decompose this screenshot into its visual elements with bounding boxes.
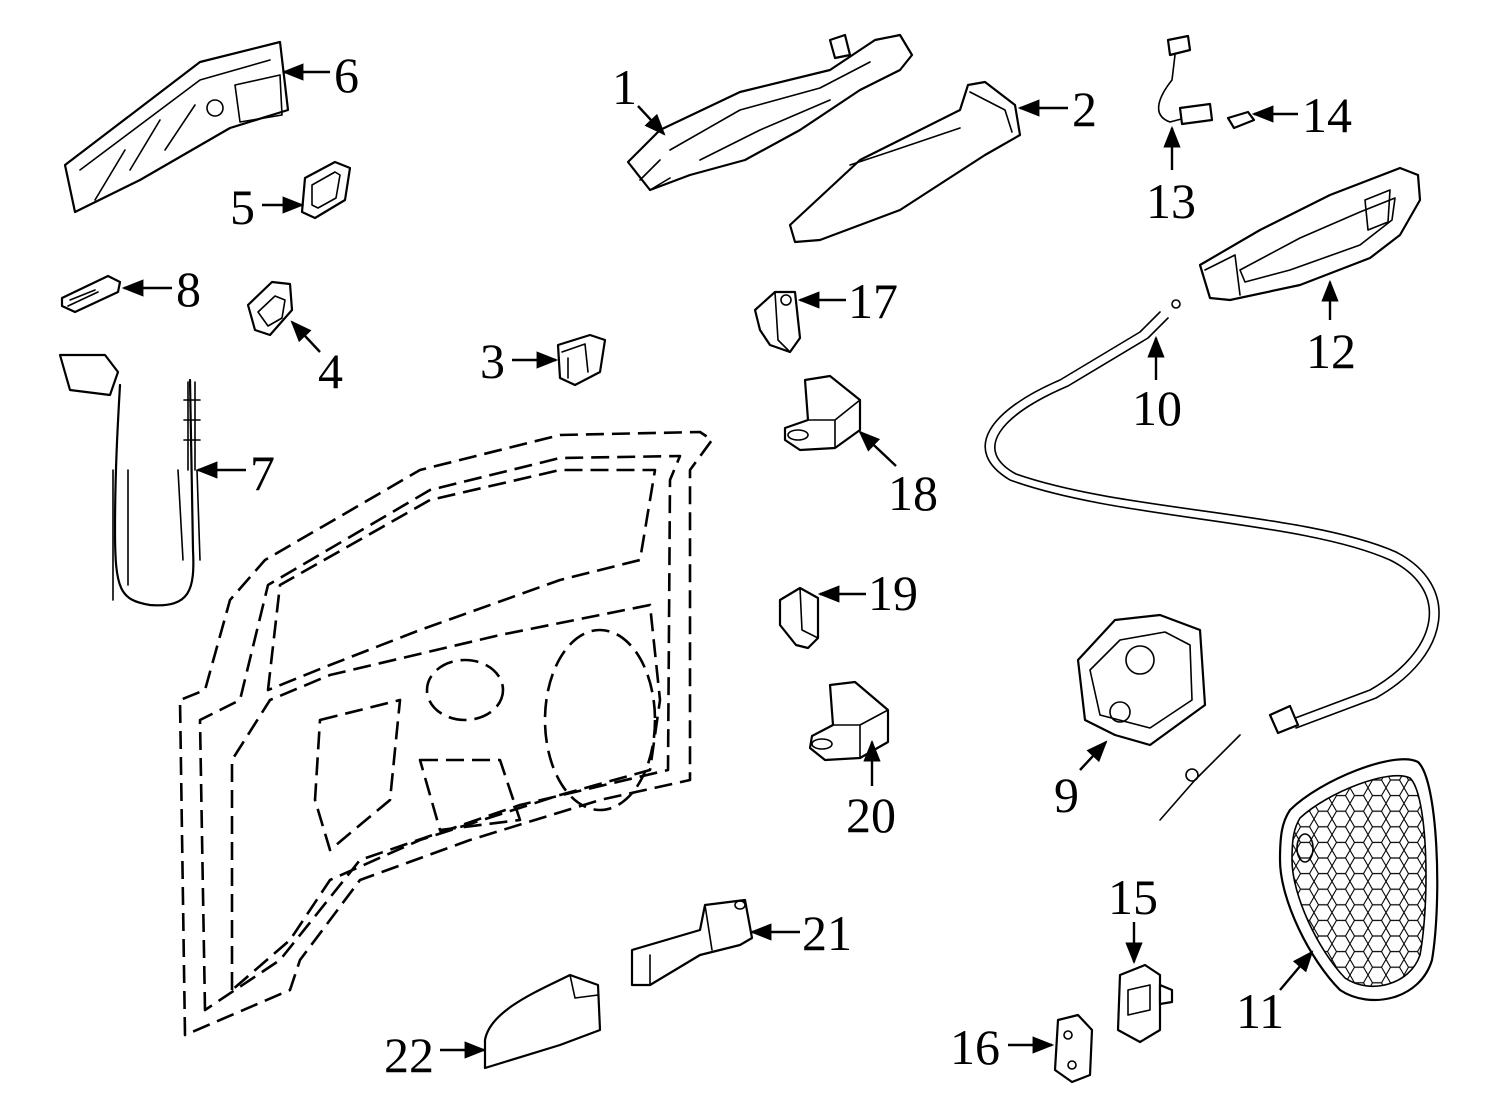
- part-2-handle-cover: [788, 80, 1022, 244]
- callout-10: 10: [1132, 380, 1182, 436]
- callout-16: 16: [950, 1019, 1000, 1075]
- callout-15: 15: [1108, 869, 1158, 925]
- callout-21: 21: [802, 905, 852, 961]
- part-15-striker: [1116, 963, 1174, 1044]
- callout-18: 18: [888, 465, 938, 521]
- part-7-rod-cable: [58, 353, 201, 607]
- part-3-button: [556, 333, 607, 387]
- callout-5: 5: [230, 179, 255, 235]
- part-19-small-bracket: [778, 586, 820, 650]
- callout-1: 1: [612, 59, 637, 115]
- door-shell-outline: [178, 430, 714, 1037]
- callout-9: 9: [1054, 767, 1079, 823]
- part-17-bracket-highlighted: [753, 290, 802, 354]
- part-9-latch: [1076, 613, 1207, 747]
- part-14-small-clip: [1226, 110, 1256, 130]
- callout-8: 8: [176, 261, 201, 317]
- callout-7: 7: [250, 445, 275, 501]
- leader-lines: [121, 63, 1339, 1059]
- callout-2: 2: [1072, 81, 1097, 137]
- callout-13: 13: [1146, 173, 1196, 229]
- part-13-sensor: [1157, 34, 1214, 126]
- callout-11: 11: [1236, 983, 1284, 1039]
- callout-4: 4: [318, 343, 343, 399]
- callout-numbers: 1 2 3 4 5 6 7 8 9 10 11 12 13 14 15 16 1…: [176, 47, 1356, 1083]
- callout-12: 12: [1306, 323, 1356, 379]
- part-22-cover: [483, 973, 602, 1070]
- callout-14: 14: [1302, 87, 1352, 143]
- callout-20: 20: [846, 787, 896, 843]
- part-11-grille: [1278, 758, 1439, 1002]
- part-4-cap: [246, 280, 294, 337]
- part-1-handle-frame: [626, 33, 914, 192]
- part-5-gasket: [300, 160, 352, 220]
- callout-19: 19: [868, 565, 918, 621]
- part-20-bracket: [808, 680, 890, 762]
- part-18-bracket: [783, 374, 862, 452]
- part-12-inside-handle: [1198, 166, 1422, 302]
- part-16-shim: [1053, 1013, 1094, 1084]
- callout-17: 17: [848, 273, 898, 329]
- callout-3: 3: [480, 333, 505, 389]
- part-6-handle-bracket: [63, 40, 290, 214]
- part-8-clip: [60, 274, 122, 314]
- callout-22: 22: [384, 1027, 434, 1083]
- part-10-cable: [984, 299, 1440, 821]
- callout-6: 6: [334, 47, 359, 103]
- part-21-check-arm: [630, 898, 754, 987]
